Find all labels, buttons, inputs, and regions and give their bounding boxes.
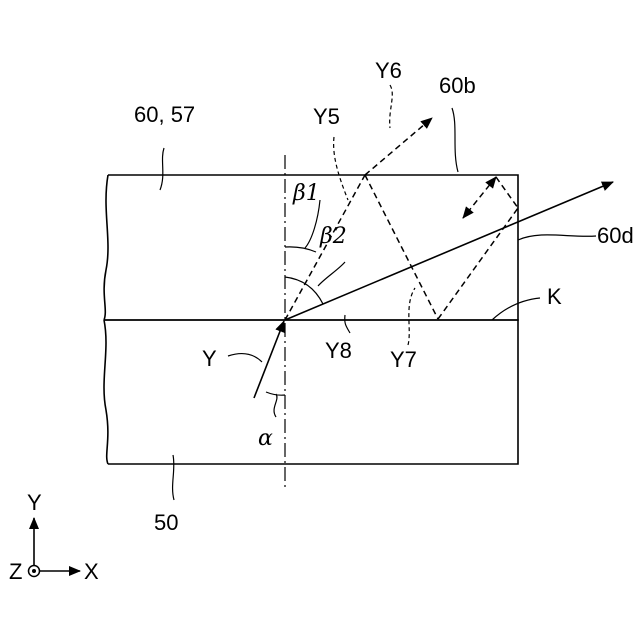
axis-z-dot <box>32 569 36 573</box>
leader-60b <box>452 108 458 172</box>
axis-indicator: Y X Z <box>9 490 99 584</box>
axis-x-label: X <box>84 559 99 584</box>
leader-y <box>228 354 262 362</box>
label-y: Y <box>202 346 217 371</box>
layer-50-block <box>104 320 518 464</box>
leader-60-57 <box>160 148 164 190</box>
ray-y6 <box>365 118 432 175</box>
ray-double-arrow <box>463 177 496 218</box>
ray-y8 <box>285 182 613 320</box>
label-layer-top: 60, 57 <box>134 102 195 127</box>
leader-alpha <box>274 394 277 417</box>
ray-corner <box>496 177 518 208</box>
leader-k <box>492 298 540 320</box>
label-beta2: β2 <box>319 224 347 249</box>
label-alpha: α <box>258 426 273 451</box>
label-beta1: β1 <box>292 181 320 206</box>
leader-y8 <box>345 315 350 333</box>
axis-y-label: Y <box>27 490 42 515</box>
arc-beta2 <box>285 277 323 304</box>
label-60b: 60b <box>439 73 476 98</box>
leader-beta1 <box>305 200 320 248</box>
ray-y7-up <box>438 208 518 319</box>
label-y5: Y5 <box>313 104 340 129</box>
leader-y5 <box>334 137 348 200</box>
leader-beta2 <box>318 262 345 286</box>
label-k: K <box>547 284 562 309</box>
label-y6: Y6 <box>375 58 402 83</box>
label-60d: 60d <box>597 223 634 248</box>
arc-beta1 <box>285 247 316 252</box>
leader-50 <box>173 455 174 500</box>
ray-y7 <box>365 175 438 319</box>
leader-y7 <box>408 288 415 345</box>
leader-y6 <box>390 85 393 128</box>
label-y8: Y8 <box>325 338 352 363</box>
label-y7: Y7 <box>390 347 417 372</box>
label-layer-bottom: 50 <box>154 510 178 535</box>
axis-z-label: Z <box>9 559 22 584</box>
arc-alpha <box>266 392 285 395</box>
leader-60d <box>518 235 596 240</box>
